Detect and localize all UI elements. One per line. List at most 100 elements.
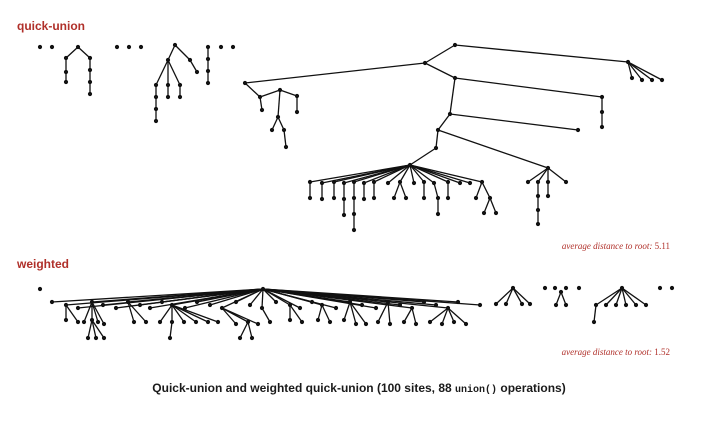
site-node <box>63 69 69 75</box>
site-node <box>457 180 463 186</box>
site-node <box>477 302 483 308</box>
tree-edge <box>261 307 271 323</box>
site-node <box>100 302 106 308</box>
tree-edge <box>161 288 264 303</box>
tree-edge <box>65 304 79 323</box>
site-node <box>165 57 171 63</box>
site-node <box>535 193 541 199</box>
site-node <box>63 79 69 85</box>
site-node <box>87 91 93 97</box>
site-node <box>275 114 281 120</box>
site-node <box>639 77 645 83</box>
site-node <box>397 179 403 185</box>
site-node <box>503 301 509 307</box>
site-node <box>85 335 91 341</box>
tree-edge <box>373 164 411 183</box>
site-node <box>182 305 188 311</box>
tree-edge <box>262 288 301 309</box>
site-node <box>409 305 415 311</box>
site-node <box>427 319 433 325</box>
site-node <box>297 305 303 311</box>
tree-edge <box>262 288 377 309</box>
tree-edge <box>91 301 99 323</box>
site-node <box>307 179 313 185</box>
site-node <box>194 69 200 75</box>
site-node <box>563 285 569 291</box>
site-node <box>487 195 493 201</box>
site-node <box>331 195 337 201</box>
site-node <box>126 44 132 50</box>
tree-edge <box>489 197 497 214</box>
site-node <box>283 144 289 150</box>
site-node <box>552 285 558 291</box>
site-node <box>75 305 81 311</box>
site-node <box>373 305 379 311</box>
site-node <box>137 302 143 308</box>
weighted-average-distance: average distance to root: 1.52 <box>562 347 670 357</box>
site-node <box>467 180 473 186</box>
site-node <box>333 305 339 311</box>
site-node <box>319 180 325 186</box>
tree-edge <box>353 164 411 183</box>
site-node <box>153 94 159 100</box>
tree-edge <box>321 304 331 323</box>
site-node <box>613 302 619 308</box>
tree-edge <box>621 287 647 306</box>
site-node <box>669 285 675 291</box>
site-node <box>341 212 347 218</box>
quick-union-forest <box>37 42 665 233</box>
site-node <box>193 319 199 325</box>
site-node <box>452 75 458 81</box>
site-node <box>359 302 365 308</box>
tree-edge <box>159 304 173 323</box>
site-node <box>319 302 325 308</box>
site-node <box>431 180 437 186</box>
site-node <box>433 145 439 151</box>
site-node <box>233 299 239 305</box>
site-node <box>473 195 479 201</box>
site-node <box>563 179 569 185</box>
site-node <box>371 179 377 185</box>
site-node <box>260 286 266 292</box>
site-node <box>309 299 315 305</box>
site-node <box>391 195 397 201</box>
tree-edge <box>409 164 435 184</box>
site-node <box>215 319 221 325</box>
site-node <box>255 321 261 327</box>
tree-edge <box>560 291 567 306</box>
tree-edge <box>621 287 627 306</box>
site-node <box>435 127 441 133</box>
site-node <box>177 82 183 88</box>
site-node <box>545 179 551 185</box>
site-node <box>159 299 165 305</box>
site-node <box>519 301 525 307</box>
tree-edge <box>424 62 456 79</box>
site-node <box>433 302 439 308</box>
tree-edge <box>91 319 105 339</box>
site-node <box>207 302 213 308</box>
site-node <box>114 44 120 50</box>
tree-edge <box>505 287 514 305</box>
site-node <box>287 302 293 308</box>
tree-edge <box>387 301 391 325</box>
tree-edge <box>449 77 456 115</box>
tree-edge <box>547 167 567 183</box>
site-node <box>575 127 581 133</box>
site-node <box>205 319 211 325</box>
site-node <box>315 317 321 323</box>
tree-edge <box>167 59 181 86</box>
tree-edge <box>481 181 491 199</box>
tree-edge <box>409 147 437 166</box>
tree-edge <box>343 301 351 321</box>
tree-edge <box>454 77 603 98</box>
tree-edge <box>595 287 623 306</box>
tree-edge <box>349 301 367 325</box>
site-node <box>49 299 55 305</box>
site-node <box>138 44 144 50</box>
site-node <box>633 302 639 308</box>
site-node <box>361 180 367 186</box>
site-node <box>101 335 107 341</box>
tree-edge <box>277 89 281 118</box>
figure-caption: Quick-union and weighted quick-union (10… <box>0 381 718 396</box>
